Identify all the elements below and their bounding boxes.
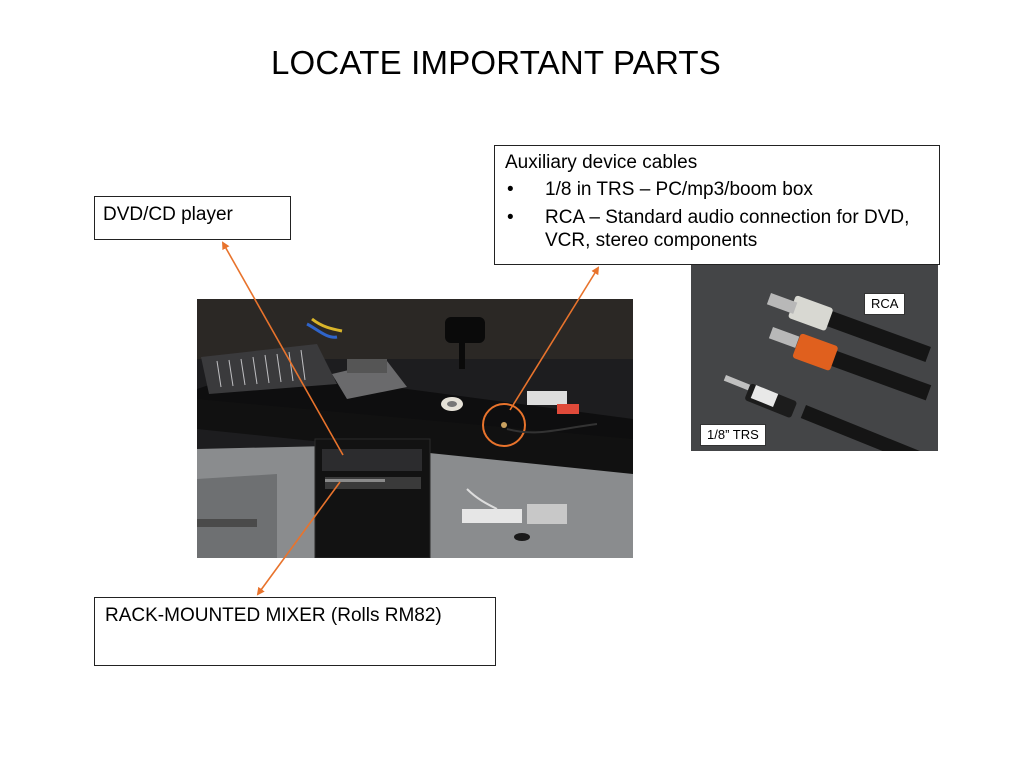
dvd-callout-text: DVD/CD player [103, 204, 233, 225]
bullet-glyph: • [507, 179, 514, 200]
list-item-text: 1/8 in TRS – PC/mp3/boom box [545, 179, 813, 200]
mixer-callout-text: RACK-MOUNTED MIXER (Rolls RM82) [105, 605, 442, 626]
aux-cables-callout: Auxiliary device cables • 1/8 in TRS – P… [494, 145, 940, 265]
aux-cables-heading: Auxiliary device cables [505, 152, 698, 173]
bullet-glyph: • [507, 207, 514, 228]
dvd-callout: DVD/CD player [94, 196, 291, 240]
av-desk-photo [197, 299, 633, 558]
mixer-callout: RACK-MOUNTED MIXER (Rolls RM82) [94, 597, 496, 666]
aux-cables-list: • 1/8 in TRS – PC/mp3/boom box • RCA – S… [505, 178, 929, 252]
trs-label: 1/8” TRS [700, 424, 766, 446]
slide-title: LOCATE IMPORTANT PARTS [271, 44, 721, 81]
list-item: • 1/8 in TRS – PC/mp3/boom box [505, 178, 929, 201]
list-item: • RCA – Standard audio connection for DV… [505, 206, 929, 252]
av-desk-illustration [197, 299, 633, 558]
rca-label: RCA [864, 293, 906, 315]
list-item-text: RCA – Standard audio connection for DVD,… [545, 207, 910, 251]
